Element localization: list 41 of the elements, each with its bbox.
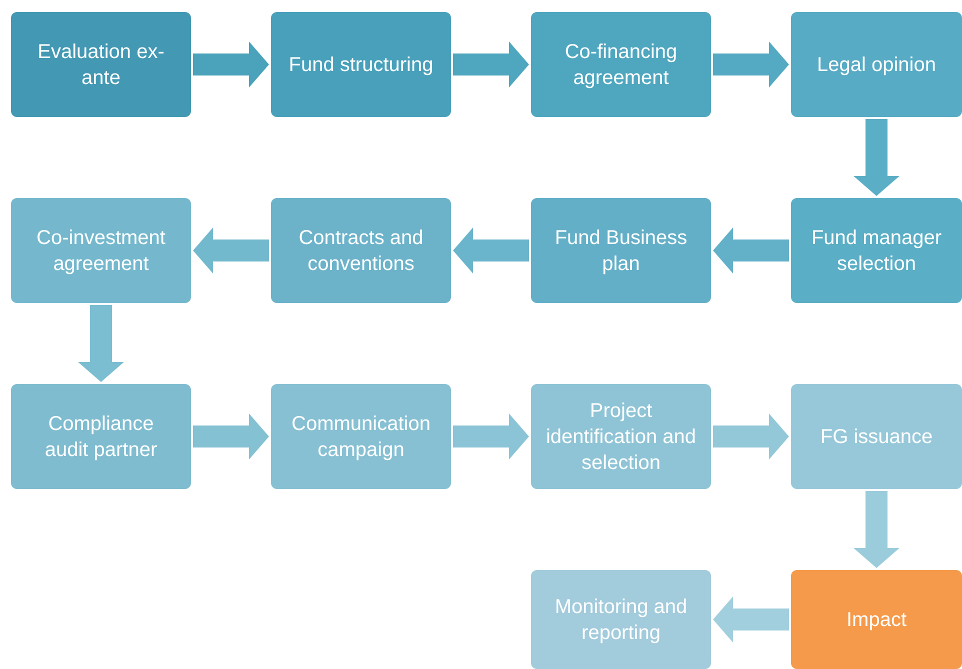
step-label: Monitoring and reporting xyxy=(554,594,688,646)
step-label: Fund Business plan xyxy=(554,226,688,276)
step-label: Evaluation ex-ante xyxy=(36,40,166,90)
process-box xyxy=(531,570,711,669)
arrow xyxy=(453,228,529,274)
arrow xyxy=(854,119,900,196)
step-label: Legal opinion xyxy=(817,52,936,78)
step-label: Fund manager selection xyxy=(810,226,943,276)
step-label: Contracts and conventions xyxy=(298,226,424,276)
process-box xyxy=(791,198,962,303)
step-label: Compliance audit partner xyxy=(44,412,158,462)
arrow xyxy=(713,228,789,274)
process-box xyxy=(791,384,962,489)
arrow xyxy=(453,414,529,460)
arrow xyxy=(193,42,269,88)
process-box xyxy=(11,384,191,489)
arrow xyxy=(854,491,900,568)
process-box xyxy=(271,384,451,489)
step-label: Co-investment agreement xyxy=(36,226,166,276)
arrow xyxy=(713,414,789,460)
step-label: Communication campaign xyxy=(290,412,432,462)
process-box xyxy=(531,198,711,303)
process-box xyxy=(271,198,451,303)
process-box xyxy=(531,12,711,117)
process-box xyxy=(11,198,191,303)
arrow xyxy=(193,414,269,460)
step-label: FG issuance xyxy=(820,424,933,450)
step-label: Impact xyxy=(846,608,907,632)
process-box xyxy=(11,12,191,117)
arrow xyxy=(78,305,124,382)
step-label: Project identification and selection xyxy=(545,398,697,476)
step-label: Co-financing agreement xyxy=(564,40,678,90)
arrow xyxy=(713,596,789,642)
process-box xyxy=(271,12,451,117)
arrow xyxy=(453,42,529,88)
arrow xyxy=(193,228,269,274)
process-box xyxy=(531,384,711,489)
step-label: Fund structuring xyxy=(288,52,434,78)
arrow xyxy=(713,42,789,88)
process-box xyxy=(791,12,962,117)
process-box xyxy=(791,570,962,669)
